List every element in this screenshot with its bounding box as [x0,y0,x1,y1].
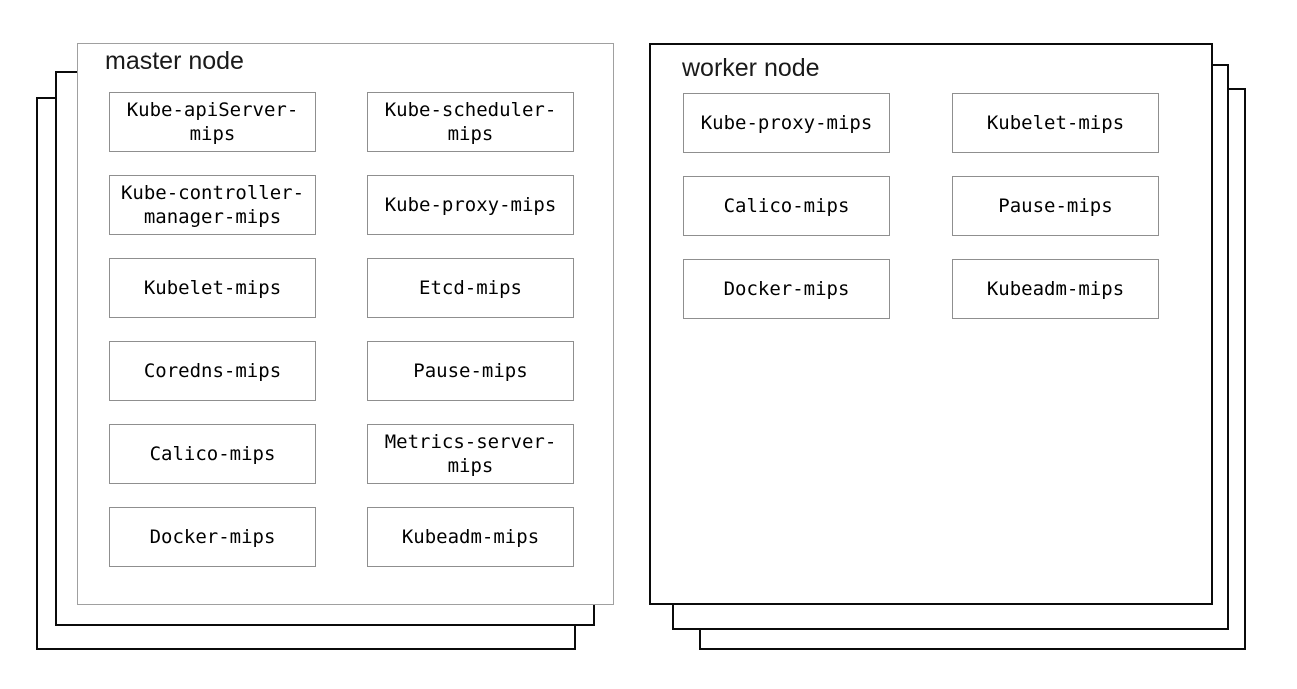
worker-component-kubeadm-mips: Kubeadm-mips [952,259,1159,319]
master-node-title: master node [105,47,244,75]
worker-node-components: Kube-proxy-mips Kubelet-mips Calico-mips… [683,93,1159,319]
component-kube-scheduler-mips: Kube-scheduler- mips [367,92,574,152]
worker-component-calico-mips: Calico-mips [683,176,890,236]
worker-component-docker-mips: Docker-mips [683,259,890,319]
component-kubelet-mips: Kubelet-mips [109,258,316,318]
component-kube-apiserver-mips: Kube-apiServer- mips [109,92,316,152]
component-docker-mips: Docker-mips [109,507,316,567]
component-kube-controller-manager-mips: Kube-controller- manager-mips [109,175,316,235]
master-node-box: master node Kube-apiServer- mips Kube-sc… [77,43,614,605]
component-pause-mips: Pause-mips [367,341,574,401]
component-kube-proxy-mips: Kube-proxy-mips [367,175,574,235]
component-etcd-mips: Etcd-mips [367,258,574,318]
worker-component-pause-mips: Pause-mips [952,176,1159,236]
worker-component-kubelet-mips: Kubelet-mips [952,93,1159,153]
worker-node-title: worker node [682,54,820,82]
component-kubeadm-mips: Kubeadm-mips [367,507,574,567]
master-node-components: Kube-apiServer- mips Kube-scheduler- mip… [109,92,574,567]
worker-component-kube-proxy-mips: Kube-proxy-mips [683,93,890,153]
worker-node-box: worker node Kube-proxy-mips Kubelet-mips… [649,43,1213,605]
component-coredns-mips: Coredns-mips [109,341,316,401]
component-metrics-server-mips: Metrics-server- mips [367,424,574,484]
component-calico-mips: Calico-mips [109,424,316,484]
